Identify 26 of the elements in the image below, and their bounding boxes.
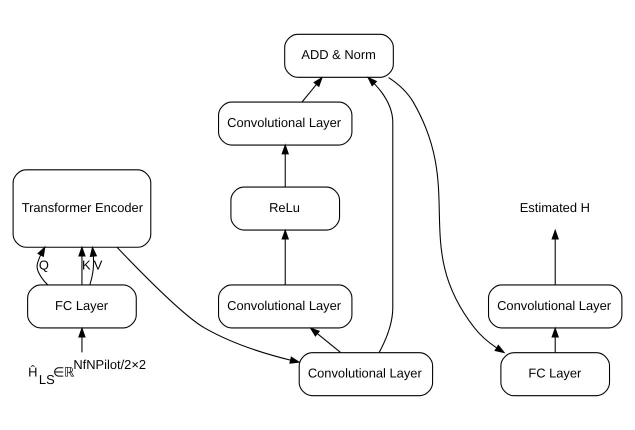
node-box: ADD & Norm [284, 34, 394, 78]
node-box: Convolutional Layer [298, 352, 434, 396]
node-box: Convolutional Layer [218, 102, 352, 146]
edge-label: Q [38, 257, 49, 272]
arrow [281, 144, 289, 187]
edge-label: K [82, 257, 91, 272]
node-box: Convolutional Layer [218, 284, 352, 328]
arrow [36, 246, 48, 286]
arrow [388, 77, 506, 354]
node-box: Convolutional Layer [488, 284, 622, 328]
arrow [281, 228, 289, 285]
edge-label: V [94, 257, 102, 272]
node-box: FC Layer [500, 352, 610, 396]
arrow [89, 246, 98, 285]
node-box: ReLu [230, 186, 340, 231]
arrow [302, 76, 323, 102]
node-text: Estimated H [520, 200, 590, 215]
arrow [551, 326, 559, 352]
arrow [551, 228, 559, 285]
arrow [309, 327, 341, 353]
node-box: Transformer Encoder [12, 169, 152, 248]
arrow [116, 247, 301, 364]
arrow [78, 246, 86, 285]
arrow [366, 76, 394, 353]
node-box: FC Layer [27, 284, 137, 328]
arrow [78, 326, 86, 352]
